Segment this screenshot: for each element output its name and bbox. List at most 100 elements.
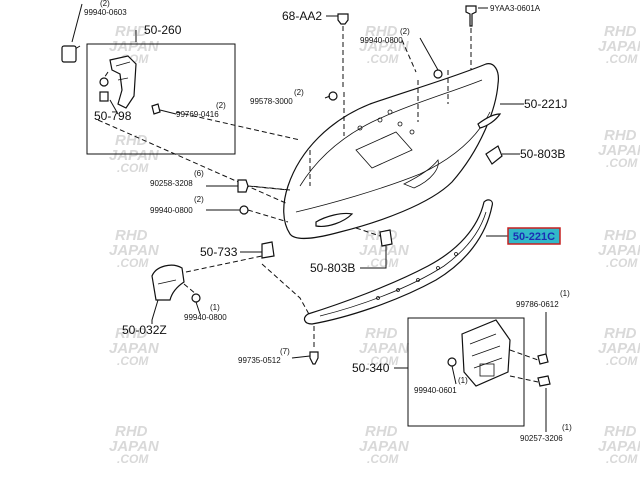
nut-icon — [99, 91, 109, 102]
bolt-icon — [99, 77, 109, 87]
screw-icon — [309, 351, 319, 365]
qty-label: (7) — [280, 347, 290, 356]
leader-line — [324, 95, 331, 99]
svg-text:.COM: .COM — [117, 354, 149, 368]
svg-text:JAPAN: JAPAN — [598, 38, 640, 55]
part-label-50-221J: 50-221J — [524, 97, 567, 111]
svg-text:JAPAN: JAPAN — [359, 242, 410, 259]
bracket-detail — [115, 61, 131, 81]
screw-icon — [537, 375, 551, 387]
leader-line — [360, 246, 387, 269]
svg-text:.COM: .COM — [367, 354, 399, 368]
part-label-9YAA3: 9YAA3-0601A — [490, 4, 541, 13]
leader-line — [419, 37, 439, 71]
bracket-group-50-260 — [61, 3, 236, 155]
leader-line — [183, 283, 197, 295]
assembly-guide — [97, 119, 289, 205]
svg-text:.COM: .COM — [606, 452, 638, 466]
part-label-50-798: 50-798 — [94, 109, 132, 123]
svg-text:.COM: .COM — [367, 452, 399, 466]
svg-text:RHD: RHD — [365, 23, 398, 40]
reflector-slot-left — [315, 212, 354, 227]
qty-label: (1) — [560, 289, 570, 298]
svg-text:.COM: .COM — [117, 161, 149, 175]
plate-tab — [479, 363, 495, 377]
bumper-body — [283, 63, 499, 240]
clip-50-803B-right — [485, 145, 520, 165]
part-label-99940-0601: 99940-0601 — [414, 386, 457, 395]
svg-text:JAPAN: JAPAN — [598, 242, 640, 259]
svg-text:JAPAN: JAPAN — [109, 340, 160, 357]
nut-icon — [239, 205, 249, 215]
part-label-99769-0416: 99769-0416 — [176, 110, 219, 119]
bracket-50-032Z — [151, 255, 263, 324]
leader-line — [509, 375, 539, 383]
part-label-50-803B: 50-803B — [310, 261, 355, 275]
svg-text:.COM: .COM — [117, 452, 149, 466]
leader-line — [103, 71, 109, 79]
bracket-group-50-340 — [394, 312, 551, 432]
leader-line — [195, 301, 201, 315]
part-label-50-032Z: 50-032Z — [122, 323, 167, 337]
watermark: RHD JAPAN .COM — [109, 325, 160, 368]
screw-99735 — [291, 326, 319, 365]
part-label-99578-3000: 99578-3000 — [250, 97, 293, 106]
qty-label: (2) — [194, 195, 204, 204]
part-label-99940-0800: 99940-0800 — [184, 313, 227, 322]
qty-label: (2) — [400, 27, 410, 36]
leader-line — [109, 99, 119, 115]
part-label-50-803B: 50-803B — [520, 147, 565, 161]
svg-text:RHD: RHD — [115, 23, 148, 40]
watermark: RHD JAPAN .COM — [359, 23, 410, 66]
mount-hole — [436, 266, 440, 270]
mount-hole — [416, 278, 420, 282]
svg-text:JAPAN: JAPAN — [359, 340, 410, 357]
svg-text:JAPAN: JAPAN — [109, 438, 160, 455]
part-label-99735-0512: 99735-0512 — [238, 356, 281, 365]
left-fasteners — [206, 179, 289, 223]
qty-label: (1) — [562, 423, 572, 432]
qty-label: (1) — [458, 376, 468, 385]
svg-text:JAPAN: JAPAN — [359, 438, 410, 455]
part-label-50-340: 50-340 — [352, 361, 390, 375]
clip-50-733 — [240, 241, 275, 259]
part-label-50-221C: 50-221C — [513, 231, 555, 243]
bracket-50-260 — [109, 55, 137, 109]
svg-text:.COM: .COM — [367, 52, 399, 66]
svg-text:.COM: .COM — [606, 156, 638, 170]
svg-text:RHD: RHD — [604, 325, 637, 342]
nut-icon — [447, 357, 457, 367]
nut-icon — [191, 293, 201, 303]
svg-text:JAPAN: JAPAN — [598, 340, 640, 357]
leader-line — [401, 39, 417, 73]
svg-text:RHD: RHD — [604, 227, 637, 244]
svg-text:.COM: .COM — [606, 256, 638, 270]
assembly-guide — [249, 70, 449, 191]
mount-hole — [396, 288, 400, 292]
side-bracket — [151, 264, 185, 301]
part-label-90257-3206: 90257-3206 — [520, 434, 563, 443]
leader-line — [151, 299, 159, 324]
part-label-99940-0603: 99940-0603 — [84, 8, 127, 17]
nut-icon — [433, 69, 443, 79]
rear-bumper-50-221J — [97, 63, 524, 240]
part-label-99940-0800: 99940-0800 — [360, 36, 403, 45]
assembly-guide — [175, 111, 301, 141]
clip-50-803B-left — [355, 227, 393, 269]
watermark: RHD JAPAN .COM — [109, 227, 160, 270]
leader-line — [159, 109, 177, 115]
watermark: RHD JAPAN .COM — [598, 127, 640, 170]
svg-text:RHD: RHD — [604, 23, 637, 40]
bumper-contour — [295, 111, 491, 213]
svg-text:JAPAN: JAPAN — [598, 142, 640, 159]
highlight-badge — [507, 227, 561, 245]
watermark: RHD JAPAN .COM — [109, 132, 160, 175]
mount-hole — [454, 252, 458, 256]
qty-label: (2) — [100, 0, 110, 8]
screw-90258 — [237, 179, 249, 193]
part-label-90258-3208: 90258-3208 — [150, 179, 193, 188]
svg-text:JAPAN: JAPAN — [359, 38, 410, 55]
leader-line — [247, 185, 289, 191]
